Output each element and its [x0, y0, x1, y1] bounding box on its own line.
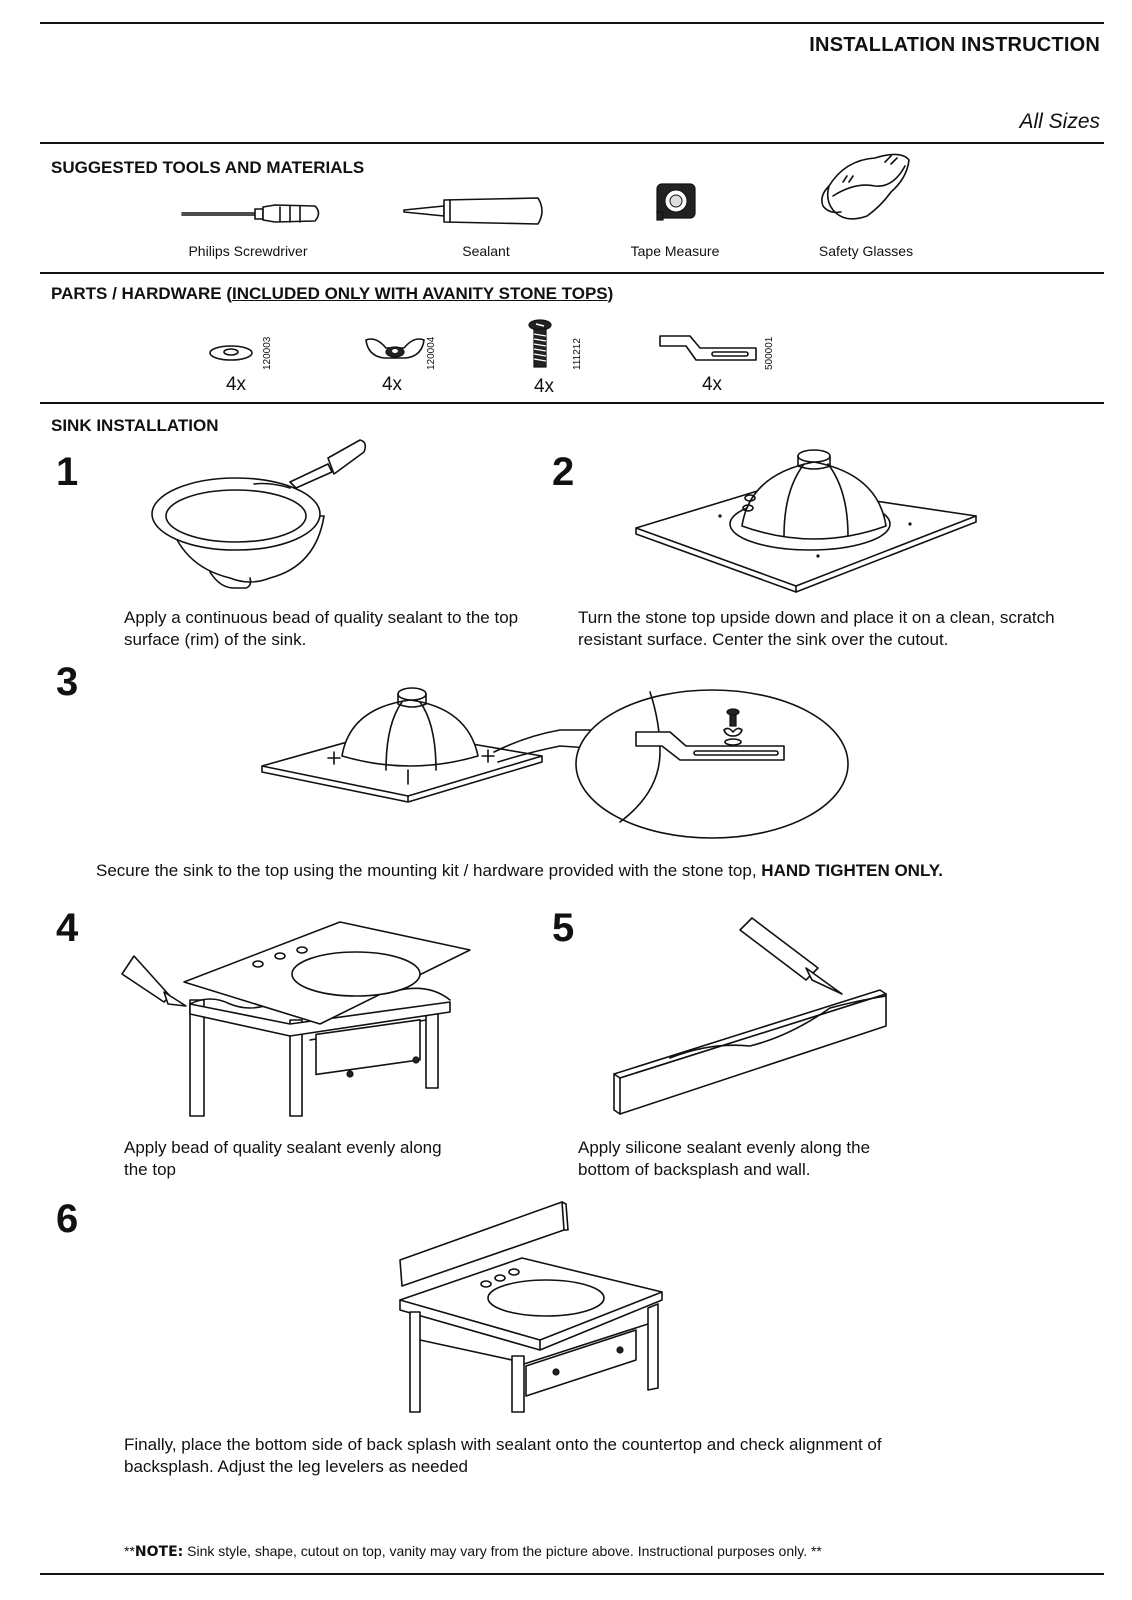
- mounting-bracket-icon: [659, 335, 757, 361]
- part-number: 111212: [572, 338, 583, 370]
- step-number: 2: [552, 450, 575, 494]
- step-5-illustration: [613, 917, 887, 1115]
- step-caption: Turn the stone top upside down and place…: [578, 608, 1055, 649]
- top-rule: [40, 22, 1104, 24]
- step-1-illustration: [151, 439, 367, 589]
- part-quantity: 4x: [533, 376, 555, 397]
- document-subtitle: All Sizes: [1019, 110, 1100, 133]
- step-caption: Apply a continuous bead of quality seala…: [124, 608, 519, 649]
- step-number: 1: [56, 450, 79, 494]
- part-quantity: 4x: [225, 374, 247, 395]
- step-3-illustration: [261, 687, 849, 839]
- step-caption: Finally, place the bottom side of back s…: [124, 1435, 882, 1476]
- safety-glasses-icon: [821, 153, 910, 220]
- step-caption: Apply bead of quality sealant evenly alo…: [124, 1138, 442, 1179]
- sealant-tube-icon: [403, 197, 543, 225]
- header-rule: [40, 142, 1104, 144]
- footer-note: **NOTE: Sink style, shape, cutout on top…: [124, 1543, 822, 1560]
- screwdriver-icon: [181, 204, 320, 223]
- part-number: 500001: [764, 336, 775, 370]
- step-number: 4: [56, 906, 79, 950]
- wing-nut-icon: [365, 338, 425, 359]
- tool-label: Sealant: [462, 243, 510, 259]
- part-number: 120004: [426, 336, 437, 370]
- tool-label: Tape Measure: [630, 243, 720, 259]
- part-quantity: 4x: [701, 374, 723, 395]
- part-number: 120003: [262, 336, 273, 370]
- step-2-illustration: [635, 449, 977, 593]
- step-number: 5: [552, 906, 575, 950]
- step-number: 3: [56, 660, 79, 704]
- tape-measure-icon: [656, 183, 696, 221]
- step-6-illustration: [399, 1201, 663, 1413]
- tools-rule: [40, 272, 1104, 274]
- document-title: INSTALLATION INSTRUCTION: [809, 34, 1100, 56]
- parts-section-title: PARTS / HARDWARE (INCLUDED ONLY WITH AVA…: [51, 284, 614, 303]
- tool-label: Philips Screwdriver: [188, 243, 308, 259]
- step-number: 6: [56, 1197, 79, 1241]
- step-caption: Secure the sink to the top using the mou…: [96, 861, 943, 880]
- bottom-rule: [40, 1573, 1104, 1575]
- sink-section-title: SINK INSTALLATION: [51, 416, 219, 435]
- part-quantity: 4x: [381, 374, 403, 395]
- step-caption: Apply silicone sealant evenly along the …: [578, 1138, 871, 1179]
- washer-icon: [209, 345, 253, 361]
- tool-label: Safety Glasses: [818, 243, 914, 259]
- step-4-illustration: [121, 921, 471, 1117]
- screw-icon: [528, 319, 552, 368]
- parts-rule: [40, 402, 1104, 404]
- tools-section-title: SUGGESTED TOOLS AND MATERIALS: [51, 158, 365, 177]
